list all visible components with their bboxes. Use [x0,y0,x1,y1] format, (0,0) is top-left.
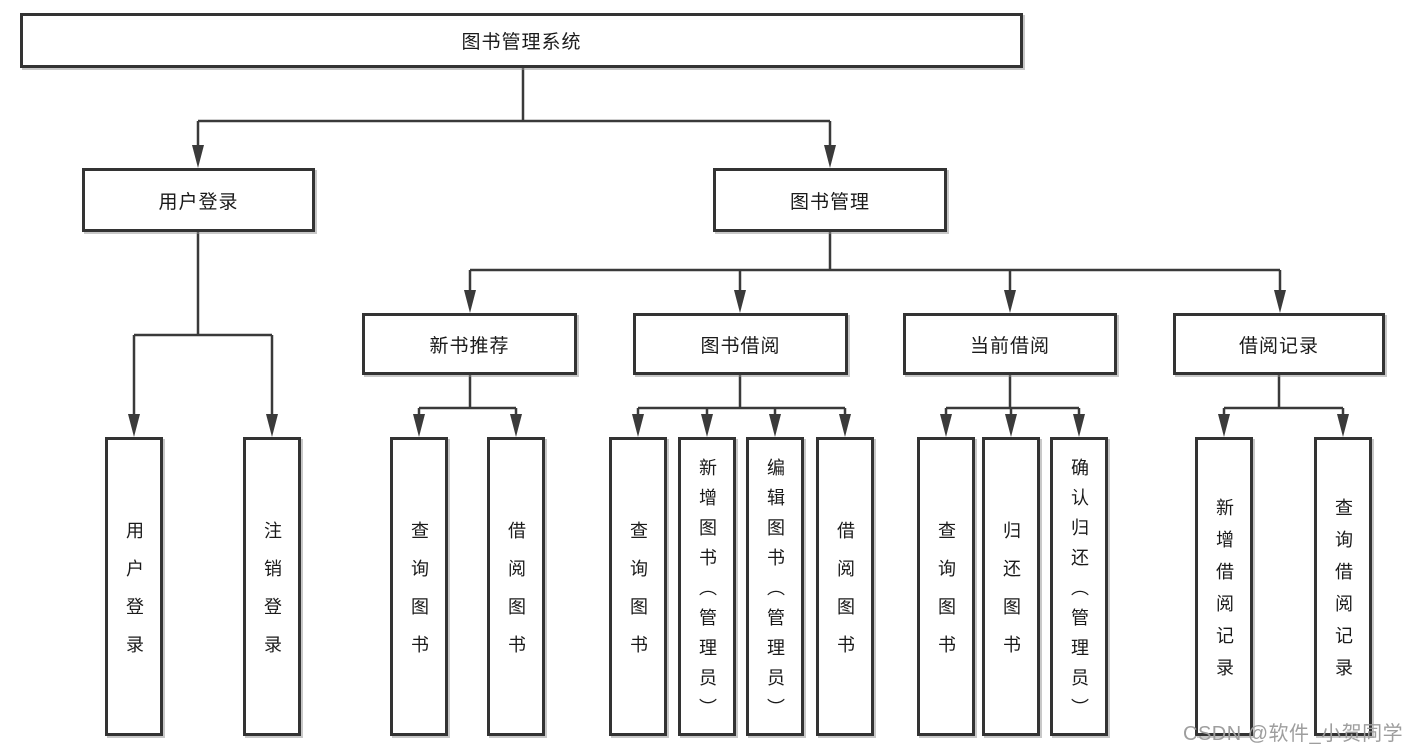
leaf-user-login: 用户登录 [105,437,163,736]
leaf-label: 新增图书（管理员） [697,457,717,728]
leaf-label: 查询图书 [936,520,956,673]
leaf-query-books-borrow: 查询图书 [609,437,667,736]
csdn-watermark: CSDN @软件_小贺同学 [1183,723,1404,745]
leaf-add-books-admin: 新增图书（管理员） [678,437,736,736]
node-label: 新书推荐 [429,335,510,357]
leaf-label: 查询图书 [628,520,648,673]
leaf-label: 归还图书 [1001,520,1021,673]
leaf-query-books-recommend: 查询图书 [390,437,448,736]
leaf-label: 借阅图书 [835,520,855,673]
leaf-edit-books-admin: 编辑图书（管理员） [746,437,804,736]
leaf-confirm-return-admin: 确认归还（管理员） [1050,437,1108,736]
node-book-management: 图书管理 [713,168,947,232]
node-current-borrow: 当前借阅 [903,313,1117,375]
leaf-label: 查询借阅记录 [1333,497,1353,690]
leaf-label: 查询图书 [409,520,429,673]
leaf-borrow-books: 借阅图书 [816,437,874,736]
leaf-label: 用户登录 [124,520,144,673]
node-label: 当前借阅 [969,335,1050,357]
leaf-logout: 注销登录 [243,437,301,736]
node-new-book-recommend: 新书推荐 [362,313,577,375]
node-label: 用户登录 [158,191,239,213]
leaf-label: 确认归还（管理员） [1069,457,1089,728]
node-library-management-system: 图书管理系统 [20,13,1023,68]
node-book-borrow: 图书借阅 [633,313,848,375]
node-label: 图书管理 [789,191,870,213]
leaf-query-borrow-record: 查询借阅记录 [1314,437,1372,736]
leaf-borrow-books-recommend: 借阅图书 [487,437,545,736]
leaf-add-borrow-record: 新增借阅记录 [1195,437,1253,736]
node-label: 图书借阅 [700,335,781,357]
node-user-login: 用户登录 [82,168,315,232]
leaf-label: 注销登录 [262,520,282,673]
leaf-label: 编辑图书（管理员） [765,457,785,728]
leaf-query-books-current: 查询图书 [917,437,975,736]
node-label: 图书管理系统 [461,32,582,53]
arrowheads [128,145,1349,437]
node-label: 借阅记录 [1238,335,1319,357]
leaf-label: 新增借阅记录 [1214,497,1234,690]
leaf-return-books: 归还图书 [982,437,1040,736]
leaf-label: 借阅图书 [506,520,526,673]
node-borrow-records: 借阅记录 [1173,313,1385,375]
